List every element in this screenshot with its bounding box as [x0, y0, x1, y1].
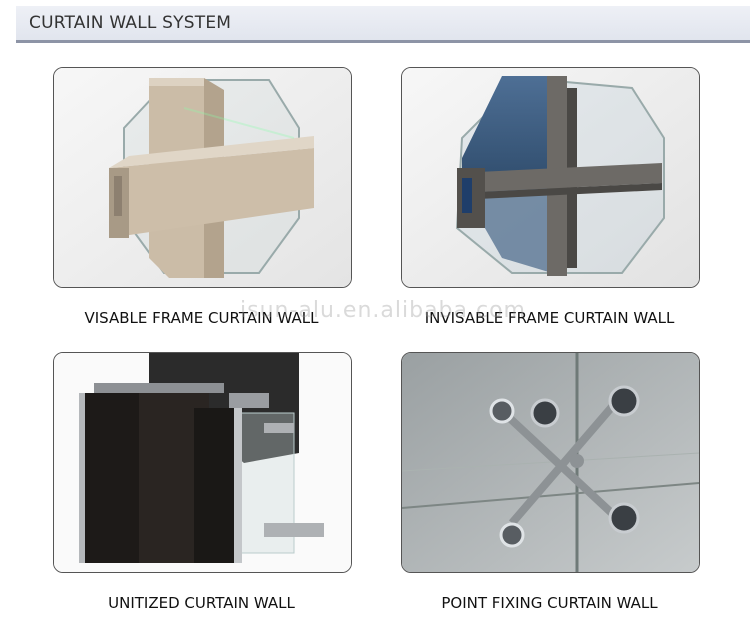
section-header: CURTAIN WALL SYSTEM — [16, 6, 750, 43]
caption-unitized: UNITIZED CURTAIN WALL — [108, 594, 295, 612]
caption-point-fixing: POINT FIXING CURTAIN WALL — [441, 594, 658, 612]
product-image-point-fixing — [401, 352, 700, 573]
watermark: isun-alu.en.alibaba.com — [240, 298, 526, 323]
product-image-visible-frame — [53, 67, 352, 288]
caption-visible-frame: VISABLE FRAME CURTAIN WALL — [84, 309, 319, 327]
caption-invisible-frame: INVISABLE FRAME CURTAIN WALL — [424, 309, 675, 327]
product-image-invisible-frame — [401, 67, 700, 288]
product-image-unitized — [53, 352, 352, 573]
page-title: CURTAIN WALL SYSTEM — [29, 13, 232, 33]
